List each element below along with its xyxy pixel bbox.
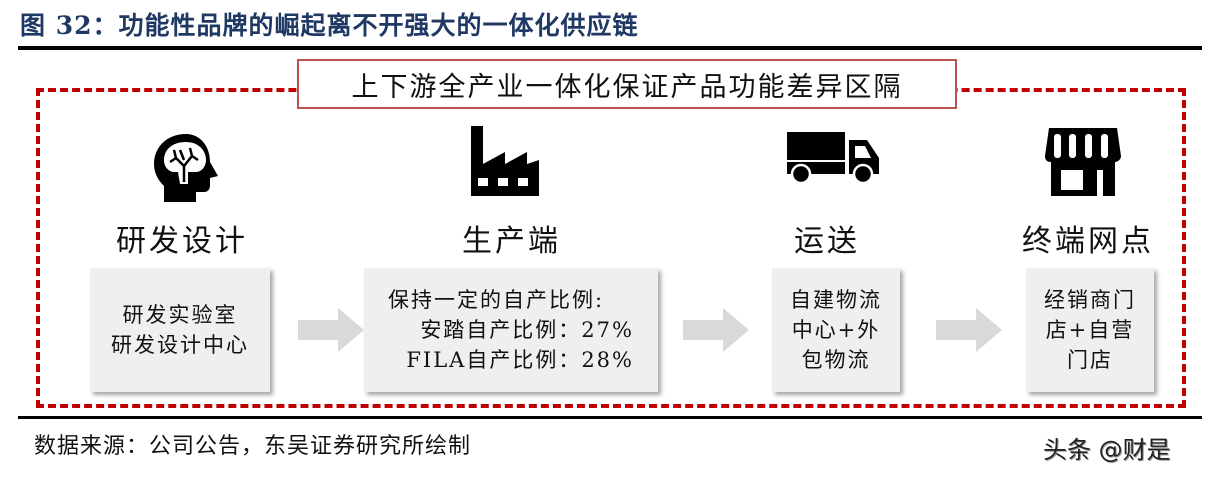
truck-icon [787, 132, 881, 186]
stage-label-retail: 终端网点 [1022, 224, 1154, 259]
brain-head-icon [150, 132, 222, 204]
figure-title: 图 32：功能性品牌的崛起离不开强大的一体化供应链 [20, 11, 639, 40]
arrow-right-icon [298, 308, 364, 352]
arrow-right-icon [683, 308, 749, 352]
box-line: 自建物流 [790, 288, 882, 312]
bottom-rule [18, 416, 1202, 419]
box-line: 研发实验室 [122, 303, 238, 327]
box-line: 门店 [1067, 348, 1113, 372]
box-line: 安踏自产比例：27% [420, 318, 634, 342]
top-rule [18, 46, 1202, 50]
box-line: 经销商门 [1044, 288, 1136, 312]
box-line: 研发设计中心 [111, 333, 249, 357]
stage-label-delivery: 运送 [794, 224, 860, 259]
stage-box-retail: 经销商门 店+自营 门店 [1026, 268, 1154, 392]
stage-label-production: 生产端 [462, 224, 561, 259]
storefront-icon [1045, 126, 1121, 196]
stage-box-production: 保持一定的自产比例: 安踏自产比例：27% FILA自产比例：28% [364, 268, 658, 392]
arrow-right-icon [936, 308, 1002, 352]
box-line: FILA自产比例：28% [406, 348, 634, 372]
watermark: 头条 @财是 [1043, 436, 1171, 464]
source-note: 数据来源：公司公告，东吴证券研究所绘制 [34, 434, 472, 459]
banner: 上下游全产业一体化保证产品功能差异区隔 [297, 59, 957, 109]
banner-text: 上下游全产业一体化保证产品功能差异区隔 [351, 71, 903, 103]
box-line: 包物流 [801, 348, 871, 372]
box-line: 保持一定的自产比例: [388, 288, 605, 312]
stage-box-rd: 研发实验室 研发设计中心 [90, 268, 270, 392]
box-line: 中心+外 [791, 318, 881, 342]
factory-icon [469, 124, 541, 196]
stage-box-delivery: 自建物流 中心+外 包物流 [772, 268, 900, 392]
stage-label-rd: 研发设计 [116, 224, 248, 259]
box-line: 店+自营 [1045, 318, 1135, 342]
